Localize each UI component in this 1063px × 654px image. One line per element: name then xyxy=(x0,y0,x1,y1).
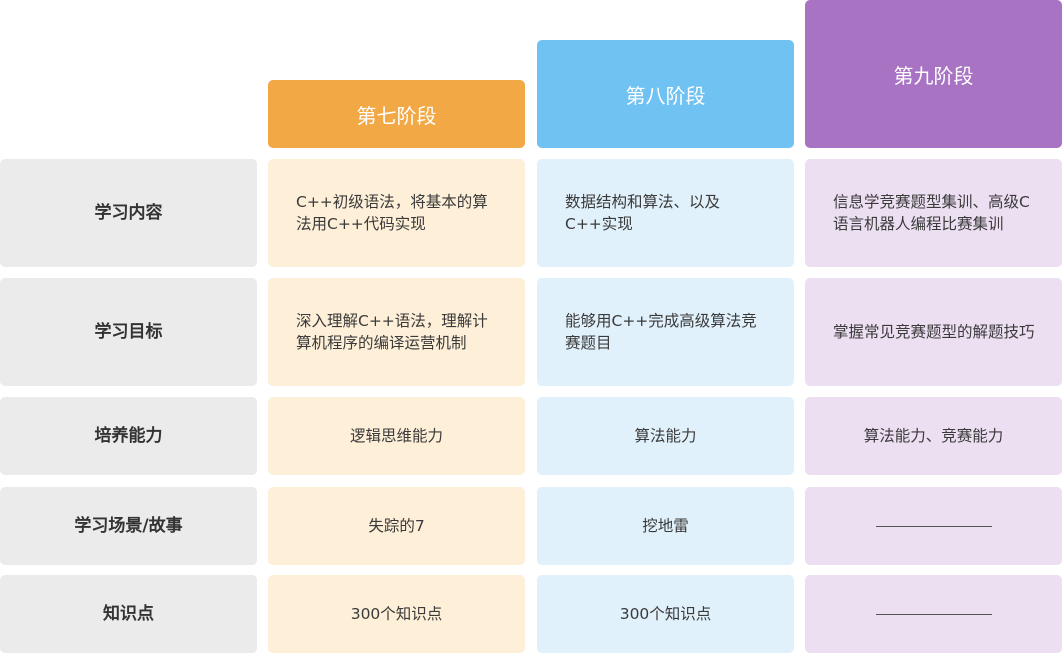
knowledge-stage-8: 300个知识点 xyxy=(537,575,794,653)
scene-stage-8: 挖地雷 xyxy=(537,487,794,565)
cell-text: 挖地雷 xyxy=(642,517,689,535)
cell-text: 算法能力 xyxy=(634,427,697,445)
cell-text: 逻辑思维能力 xyxy=(349,427,443,445)
goal-stage-9: 掌握常见竞赛题型的解题技巧 xyxy=(805,278,1062,386)
content-stage-9: 信息学竞赛题型集训、高级C语言机器人编程比赛集训 xyxy=(805,159,1062,267)
ability-stage-7: 逻辑思维能力 xyxy=(268,397,525,475)
goal-stage-8: 能够用C++完成高级算法竞赛题目 xyxy=(537,278,794,386)
stage-8-header: 第八阶段 xyxy=(537,40,794,148)
stage-8-title: 第八阶段 xyxy=(625,83,706,108)
cell-text: 信息学竞赛题型集训、高级C语言机器人编程比赛集训 xyxy=(833,193,1030,233)
cell-text: 能够用C++完成高级算法竞赛题目 xyxy=(565,312,757,352)
content-stage-8: 数据结构和算法、以及C++实现 xyxy=(537,159,794,267)
empty-dash xyxy=(875,613,992,615)
goal-stage-7: 深入理解C++语法，理解计算机程序的编译运营机制 xyxy=(268,278,525,386)
ability-stage-8: 算法能力 xyxy=(537,397,794,475)
row-label-text: 学习内容 xyxy=(94,203,163,223)
cell-text: 数据结构和算法、以及C++实现 xyxy=(565,193,721,233)
stage-7-title: 第七阶段 xyxy=(356,103,437,128)
cell-text: 失踪的7 xyxy=(368,517,425,535)
row-label-content: 学习内容 xyxy=(0,159,257,267)
stage-7-header: 第七阶段 xyxy=(268,80,525,148)
ability-stage-9: 算法能力、竞赛能力 xyxy=(805,397,1062,475)
row-label-goal: 学习目标 xyxy=(0,278,257,386)
row-label-ability: 培养能力 xyxy=(0,397,257,475)
scene-stage-9 xyxy=(805,487,1062,565)
stage-9-title: 第九阶段 xyxy=(893,63,974,88)
row-label-text: 学习目标 xyxy=(94,322,163,342)
cell-text: 300个知识点 xyxy=(350,605,443,623)
cell-text: 300个知识点 xyxy=(619,605,712,623)
cell-text: 深入理解C++语法，理解计算机程序的编译运营机制 xyxy=(296,312,488,352)
cell-text: C++初级语法，将基本的算法用C++代码实现 xyxy=(296,193,488,233)
knowledge-stage-9 xyxy=(805,575,1062,653)
row-label-scene: 学习场景/故事 xyxy=(0,487,257,565)
content-stage-7: C++初级语法，将基本的算法用C++代码实现 xyxy=(268,159,525,267)
row-label-knowledge: 知识点 xyxy=(0,575,257,653)
row-label-text: 学习场景/故事 xyxy=(74,516,183,536)
cell-text: 算法能力、竞赛能力 xyxy=(863,427,1004,445)
knowledge-stage-7: 300个知识点 xyxy=(268,575,525,653)
stage-9-header: 第九阶段 xyxy=(805,0,1062,148)
scene-stage-7: 失踪的7 xyxy=(268,487,525,565)
row-label-text: 知识点 xyxy=(103,604,154,624)
empty-dash xyxy=(875,525,992,527)
cell-text: 掌握常见竞赛题型的解题技巧 xyxy=(833,323,1035,341)
row-label-text: 培养能力 xyxy=(94,426,163,446)
